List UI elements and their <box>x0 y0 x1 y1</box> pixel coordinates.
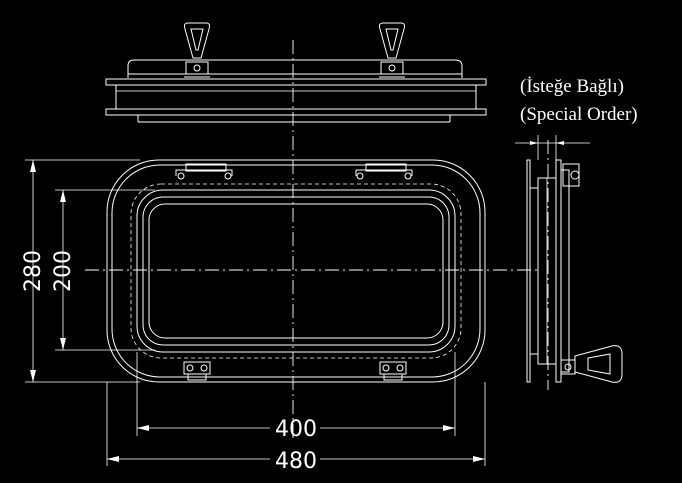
dimension-200 <box>55 189 155 351</box>
dim-label-280: 280 <box>21 250 46 292</box>
side-view <box>515 135 623 383</box>
centerlines <box>85 40 549 440</box>
hinge-bottom-right <box>379 361 407 381</box>
dimension-280 <box>25 159 140 383</box>
dim-label-480: 480 <box>275 449 317 474</box>
clamp-top-right <box>355 163 413 180</box>
dim-label-400: 400 <box>275 417 317 442</box>
top-view <box>105 22 487 123</box>
front-view <box>106 159 486 383</box>
lifting-eye-left <box>183 22 211 78</box>
dim-label-200: 200 <box>51 250 76 292</box>
dimension-480 <box>106 382 486 466</box>
note-optional-tr: (İsteğe Bağlı) <box>520 76 624 97</box>
lifting-eye-right <box>378 22 406 78</box>
dimension-400 <box>136 352 456 436</box>
note-special-order: (Special Order) <box>520 104 638 125</box>
hinge-bottom-left <box>183 361 211 381</box>
clamp-top-left <box>175 163 233 180</box>
